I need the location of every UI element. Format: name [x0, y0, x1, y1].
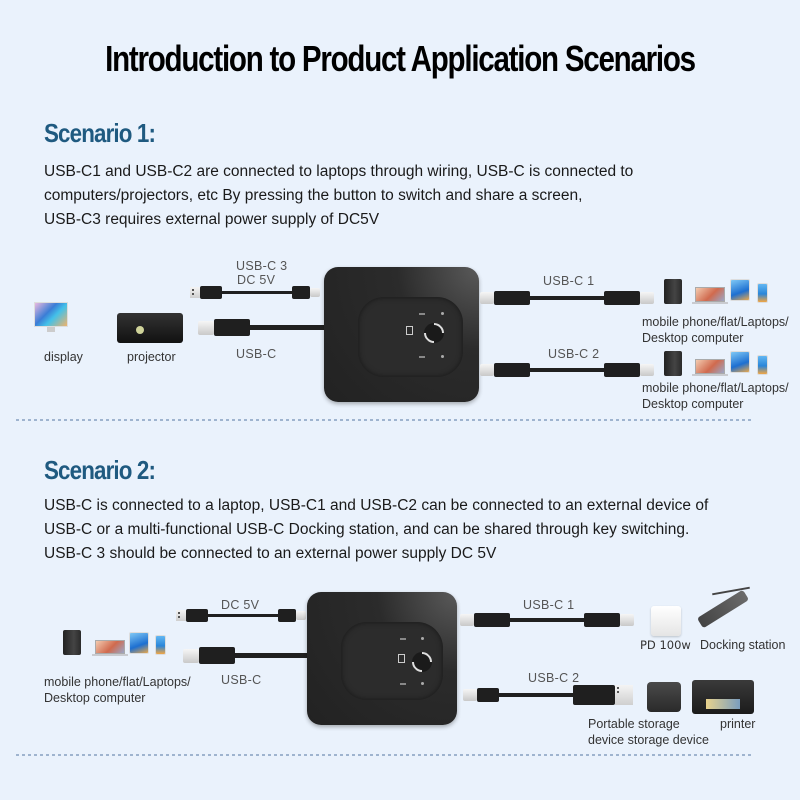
pd-charger-icon — [651, 606, 681, 636]
label-line: device storage device — [588, 733, 709, 747]
tablet-icon — [730, 279, 750, 301]
projector-lens-icon — [136, 326, 144, 334]
port-1-led — [421, 637, 424, 640]
section-divider — [16, 754, 751, 756]
screen-icon — [398, 654, 405, 663]
label-line: mobile phone/flat/Laptops/ — [44, 675, 191, 689]
tablet-icon — [730, 351, 750, 373]
laptop-icon — [695, 287, 725, 302]
display-stand-icon — [47, 327, 55, 332]
port-1-led — [441, 312, 444, 315]
section-divider — [16, 419, 751, 421]
scenario-1-heading: Scenario 1: — [44, 118, 156, 148]
printer-label: printer — [720, 717, 756, 731]
scenario-2-description: USB-C is connected to a laptop, USB-C1 a… — [44, 494, 764, 566]
port-2-cable-label: USB-C 2 — [528, 671, 580, 685]
laptop-icon — [695, 359, 725, 374]
label-line: Desktop computer — [642, 397, 744, 411]
storage-label: Portable storage device storage device — [588, 716, 709, 748]
desktop-computer-icon — [63, 630, 81, 655]
label-line: Desktop computer — [642, 331, 744, 345]
port-1-indicator — [400, 638, 406, 640]
kvm-switch-device — [307, 592, 457, 725]
usb-c-input-label: USB-C — [236, 347, 277, 361]
description-line: USB-C1 and USB-C2 are connected to lapto… — [44, 163, 634, 180]
scenario-1-description: USB-C1 and USB-C2 are connected to lapto… — [44, 160, 764, 232]
description-line: USB-C 3 should be connected to an extern… — [44, 545, 497, 562]
description-line: USB-C or a multi-functional USB-C Dockin… — [44, 521, 690, 538]
power-cable-label: USB-C 3 — [236, 259, 288, 273]
docking-station-icon — [696, 589, 750, 629]
laptop-base — [692, 302, 728, 304]
power-cable-voltage-label: DC 5V — [237, 273, 276, 287]
port-1-cable-label: USB-C 1 — [543, 274, 595, 288]
port-2-led — [441, 355, 444, 358]
desktop-computer-icon — [664, 351, 682, 376]
charger-label: PD 100w — [640, 638, 691, 652]
port-2-indicator — [400, 683, 406, 685]
source-devices-label: mobile phone/flat/Laptops/ Desktop compu… — [44, 674, 191, 706]
button-pad — [358, 297, 463, 377]
projector-label: projector — [127, 350, 176, 364]
laptop-icon — [95, 640, 125, 654]
printer-paper — [706, 699, 740, 709]
scenario-2-heading: Scenario 2: — [44, 455, 156, 485]
laptop-base — [92, 654, 128, 656]
mobile-phone-icon — [757, 355, 768, 375]
port-2-cable-label: USB-C 2 — [548, 347, 600, 361]
label-line: mobile phone/flat/Laptops/ — [642, 315, 789, 329]
screen-icon — [406, 326, 413, 335]
label-line: Portable storage — [588, 717, 680, 731]
usb-c-input-label: USB-C — [221, 673, 262, 687]
tablet-icon — [129, 632, 149, 654]
display-icon — [34, 302, 68, 327]
description-line: USB-C3 requires external power supply of… — [44, 211, 380, 228]
description-line: computers/projectors, etc By pressing th… — [44, 187, 583, 204]
dock-label: Docking station — [700, 638, 786, 652]
label-line: Desktop computer — [44, 691, 146, 705]
power-cable-label: DC 5V — [221, 598, 260, 612]
port-1-indicator — [419, 313, 425, 315]
portable-storage-icon — [647, 682, 681, 712]
page-title: Introduction to Product Application Scen… — [105, 38, 696, 79]
port-2-led — [421, 682, 424, 685]
projector-icon — [117, 313, 183, 343]
kvm-switch-device — [324, 267, 479, 402]
desktop-computer-icon — [664, 279, 682, 304]
laptop-base — [692, 374, 728, 376]
port-2-devices-label: mobile phone/flat/Laptops/ Desktop compu… — [642, 380, 789, 412]
mobile-phone-icon — [757, 283, 768, 303]
port-2-indicator — [419, 356, 425, 358]
description-line: USB-C is connected to a laptop, USB-C1 a… — [44, 497, 709, 514]
port-1-cable-label: USB-C 1 — [523, 598, 575, 612]
label-line: mobile phone/flat/Laptops/ — [642, 381, 789, 395]
port-1-devices-label: mobile phone/flat/Laptops/ Desktop compu… — [642, 314, 789, 346]
mobile-phone-icon — [155, 635, 166, 655]
display-label: display — [44, 350, 83, 364]
